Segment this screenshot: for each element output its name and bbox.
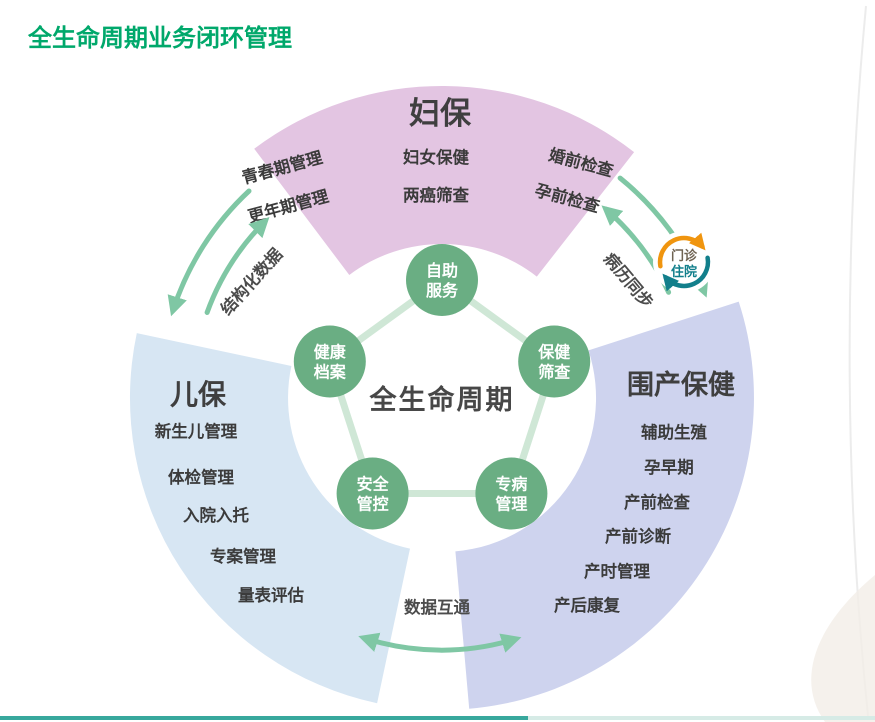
pentagon-node-safety-control: 安全 管控 [336, 457, 409, 530]
node-label: 健康 [314, 343, 347, 362]
center-label: 全生命周期 [369, 384, 515, 415]
erbao-item: 新生儿管理 [155, 421, 238, 441]
sector-fubao-arc [254, 85, 635, 277]
node-label: 档案 [314, 363, 347, 382]
structured-data-arrow-up [204, 216, 270, 315]
weichan-item: 辅助生殖 [641, 422, 708, 442]
pentagon-node-disease-management: 专病 管理 [475, 457, 548, 530]
node-label: 安全 [357, 475, 390, 494]
badge-cycle-orange-arrow-icon [657, 232, 706, 269]
sector-erbao-arc [129, 333, 410, 704]
pentagon-node-health-screening: 保健 筛查 [518, 325, 591, 398]
connector-label-structured-data: 结构化数据 [216, 244, 286, 319]
fubao-item: 妇女保健 [403, 147, 470, 167]
badge-label-outpatient: 门诊 [671, 248, 698, 263]
pentagon-node-self-service: 自助 服务 [406, 244, 478, 316]
erbao-item: 专案管理 [210, 546, 277, 566]
node-label: 管控 [357, 495, 389, 514]
node-circle [293, 325, 366, 398]
pentagon-node-health-records: 健康 档案 [293, 325, 366, 398]
badge-cycle-teal-arrow-icon [662, 255, 711, 292]
fubao-item: 两癌筛查 [403, 185, 470, 205]
sector-weichan-arc [455, 301, 754, 709]
bottom-divider-light [528, 716, 875, 720]
sector-fubao-title: 妇保 [409, 96, 472, 131]
outpatient-inpatient-badge: 门诊 住院 [653, 231, 715, 293]
bottom-divider [0, 716, 528, 720]
erbao-item: 量表评估 [238, 585, 305, 605]
weichan-item: 产后康复 [554, 595, 621, 615]
node-label: 服务 [426, 281, 459, 300]
node-label: 专病 [495, 475, 527, 494]
decorative-corner-shape [811, 575, 875, 722]
weichan-item: 产时管理 [584, 561, 651, 581]
badge-label-inpatient: 住院 [671, 264, 697, 279]
connector-label-data-exchange: 数据互通 [404, 597, 471, 617]
node-label: 管理 [495, 495, 527, 514]
node-label: 保健 [537, 343, 570, 362]
node-circle [336, 457, 409, 530]
sector-weichan-title: 围产保健 [627, 370, 735, 400]
node-label: 筛查 [538, 363, 570, 382]
structured-data-arrow-down [167, 188, 252, 317]
node-circle [518, 325, 591, 398]
erbao-item: 体检管理 [168, 467, 235, 487]
node-label: 自助 [426, 261, 458, 280]
sector-erbao-title: 儿保 [170, 379, 227, 410]
weichan-item: 产前诊断 [605, 526, 672, 546]
weichan-item: 孕早期 [644, 458, 694, 477]
node-circle [406, 244, 478, 316]
data-exchange-arrow [358, 632, 522, 653]
page-title: 全生命周期业务闭环管理 [27, 24, 292, 52]
node-circle [475, 457, 548, 530]
weichan-item: 产前检查 [624, 492, 691, 512]
erbao-item: 入院入托 [183, 505, 250, 525]
